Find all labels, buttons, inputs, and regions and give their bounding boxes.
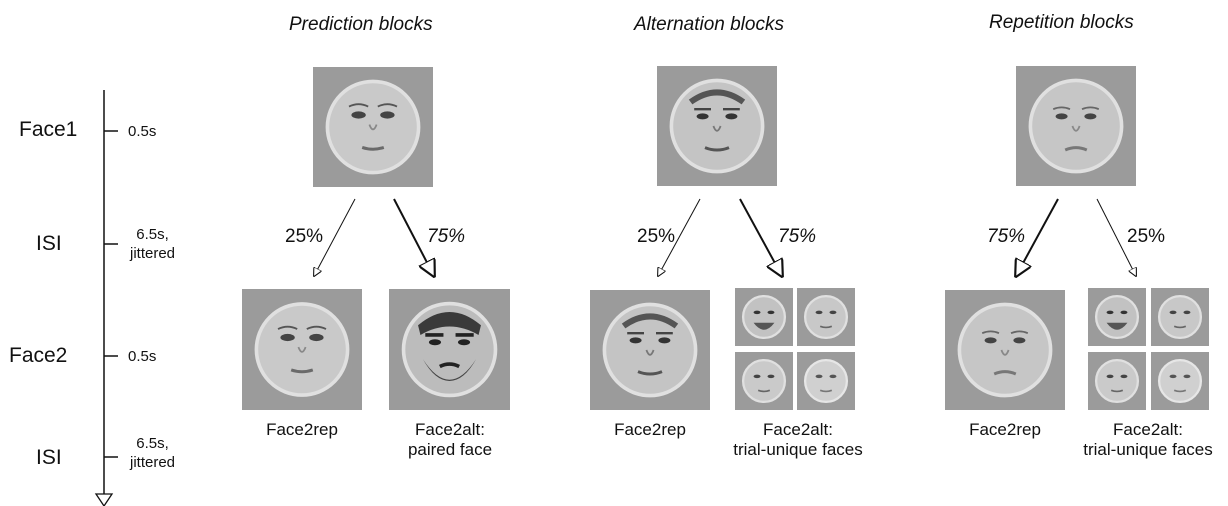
duration-isi2: 6.5s, jittered: [130, 435, 176, 471]
repetition-face2alt-image-2: [1151, 288, 1209, 346]
prediction-face2rep-image: [242, 289, 362, 410]
prediction-face2alt-image: [389, 289, 510, 410]
repetition-pct-left: 75%: [987, 226, 1026, 247]
alternation-arrow-left: [658, 198, 701, 276]
prediction-caption-right: Face2alt: paired face: [407, 420, 493, 459]
row-label-isi1: ISI: [36, 232, 62, 255]
repetition-face2rep-image: [945, 290, 1065, 410]
prediction-arrow-right: [393, 198, 434, 276]
repetition-caption-left: Face2rep: [969, 420, 1041, 439]
timeline-arrowhead: [94, 493, 114, 506]
title-alternation-blocks: Alternation blocks: [634, 14, 784, 35]
alternation-face2alt-image-1: [735, 288, 793, 346]
alternation-face2rep-image: [590, 290, 710, 410]
alternation-pct-left: 25%: [637, 226, 676, 247]
repetition-face2alt-image-3: [1088, 352, 1146, 410]
alternation-face2alt-image-2: [797, 288, 855, 346]
repetition-face2alt-image-4: [1151, 352, 1209, 410]
alternation-arrow-right: [739, 198, 782, 276]
row-label-isi2: ISI: [36, 446, 62, 469]
row-label-face2: Face2: [9, 344, 68, 367]
row-label-face1: Face1: [19, 118, 78, 141]
duration-face2: 0.5s: [128, 348, 157, 365]
alternation-caption-left: Face2rep: [614, 420, 686, 439]
alternation-face2alt-image-3: [735, 352, 793, 410]
duration-isi1: 6.5s, jittered: [130, 226, 176, 262]
prediction-arrow-left: [314, 198, 356, 276]
repetition-face1-image: [1016, 66, 1136, 186]
alternation-face1-image: [657, 66, 777, 186]
prediction-pct-left: 25%: [285, 226, 324, 247]
repetition-face2alt-image-1: [1088, 288, 1146, 346]
prediction-caption-left: Face2rep: [266, 420, 338, 439]
prediction-face1-image: [313, 67, 433, 187]
repetition-pct-right: 25%: [1127, 226, 1166, 247]
alternation-pct-right: 75%: [778, 226, 817, 247]
repetition-arrow-left: [1016, 198, 1059, 276]
title-repetition-blocks: Repetition blocks: [989, 12, 1134, 33]
title-prediction-blocks: Prediction blocks: [289, 14, 433, 35]
alternation-face2alt-image-4: [797, 352, 855, 410]
alternation-caption-right: Face2alt: trial-unique faces: [733, 420, 863, 459]
repetition-arrow-right: [1096, 198, 1136, 276]
prediction-pct-right: 75%: [427, 226, 466, 247]
duration-face1: 0.5s: [128, 123, 157, 140]
repetition-caption-right: Face2alt: trial-unique faces: [1083, 420, 1213, 459]
